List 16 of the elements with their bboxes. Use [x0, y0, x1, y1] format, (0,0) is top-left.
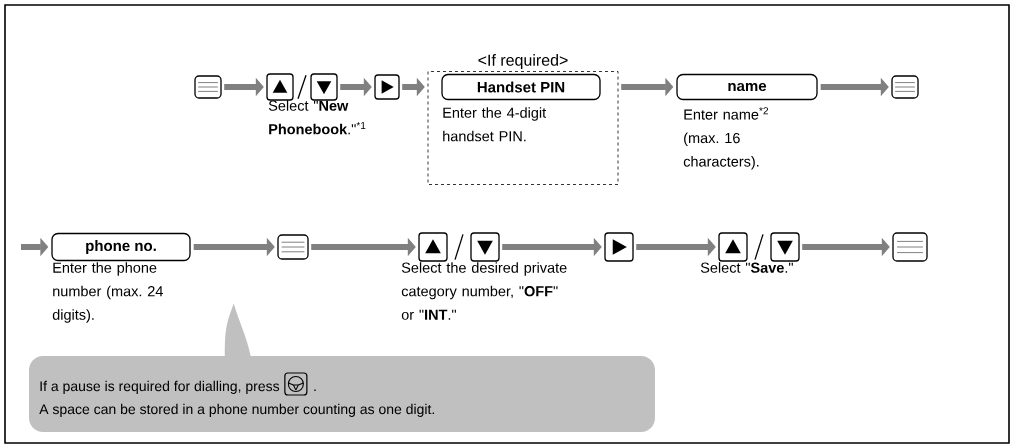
- right-key-icon: [374, 74, 400, 100]
- entry-key: name: [676, 73, 818, 101]
- step-description: Select "New Phonebook."$^{*1}$: [268, 100, 366, 135]
- menu-key-icon: [892, 232, 928, 262]
- step-description: Enter name$^{*2}$ (max. 16 characters).: [683, 107, 769, 170]
- group-heading: <If required>: [478, 54, 568, 69]
- menu-key-icon: [891, 75, 919, 99]
- menu-key-icon: [194, 75, 222, 99]
- step-description: Enter the phone number (max. 24 digits).: [52, 262, 163, 323]
- entry-key: Handset PIN: [441, 73, 601, 101]
- step-description: Enter the 4-digit handset PIN.: [443, 107, 547, 142]
- entry-key: phone no.: [51, 232, 191, 262]
- menu-key-icon: [277, 234, 309, 260]
- step-description: Select "Save.": [700, 262, 793, 273]
- step-description: Select the desired private category number, "OFF" or "INT.": [401, 262, 567, 320]
- right-key-icon: [604, 232, 634, 262]
